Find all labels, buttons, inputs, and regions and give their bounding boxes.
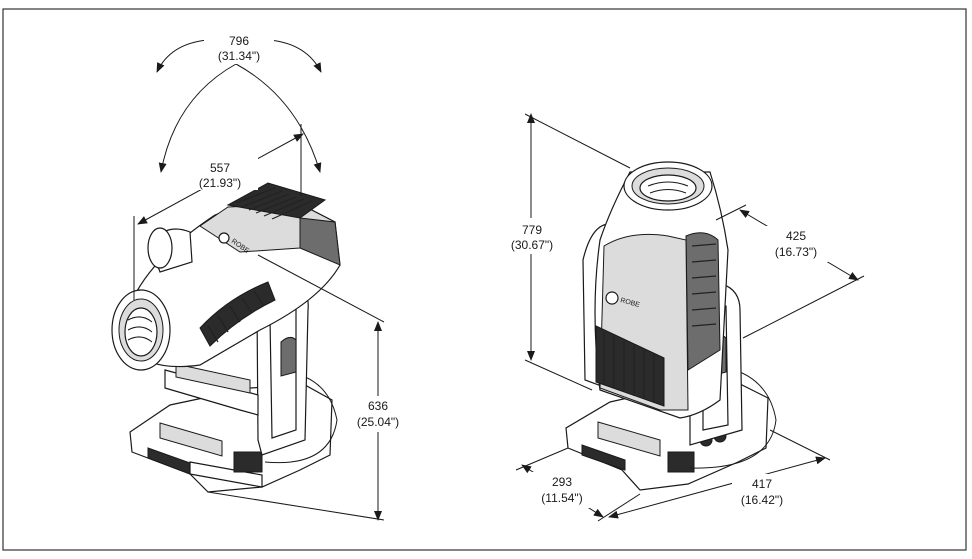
width-left-mm: 557 [210,161,230,175]
dim-label-head-depth: 425 (16.73") [764,226,828,262]
dim-label-height-right: 779 (30.67") [504,218,564,254]
base-width-mm: 417 [752,477,772,491]
dim-label-base-depth: 293 (11.54") [532,472,592,508]
tilt-arc-mm: 796 [229,34,249,48]
drawing-border [2,8,967,551]
svg-text:ROBE: ROBE [619,297,640,309]
base-depth-mm: 293 [552,475,572,489]
height-right-in: (30.67") [511,238,553,252]
dim-label-tilt-arc: 796 (31.34") [204,30,274,64]
fixture-left-view: ROBE [111,182,341,493]
head-depth-mm: 425 [786,229,806,243]
vent-lines-side [207,290,265,343]
base-depth-in: (11.54") [541,491,582,505]
fixture-right-view: ROBE [565,161,777,491]
height-left-in: (25.04") [357,415,399,429]
dim-label-height-left: 636 (25.04") [348,396,408,432]
tilt-arc-in: (31.34") [218,49,260,63]
dim-label-base-width: 417 (16.42") [732,474,792,510]
dim-label-width-left: 557 (21.93") [186,156,258,190]
width-left-in: (21.93") [199,176,241,190]
base-width-in: (16.42") [741,493,783,507]
vent-lines-side-right [691,243,717,327]
height-right-mm: 779 [522,223,542,237]
height-left-mm: 636 [368,399,388,413]
vent-lines-front [603,332,655,403]
head-depth-in: (16.73") [775,245,817,259]
